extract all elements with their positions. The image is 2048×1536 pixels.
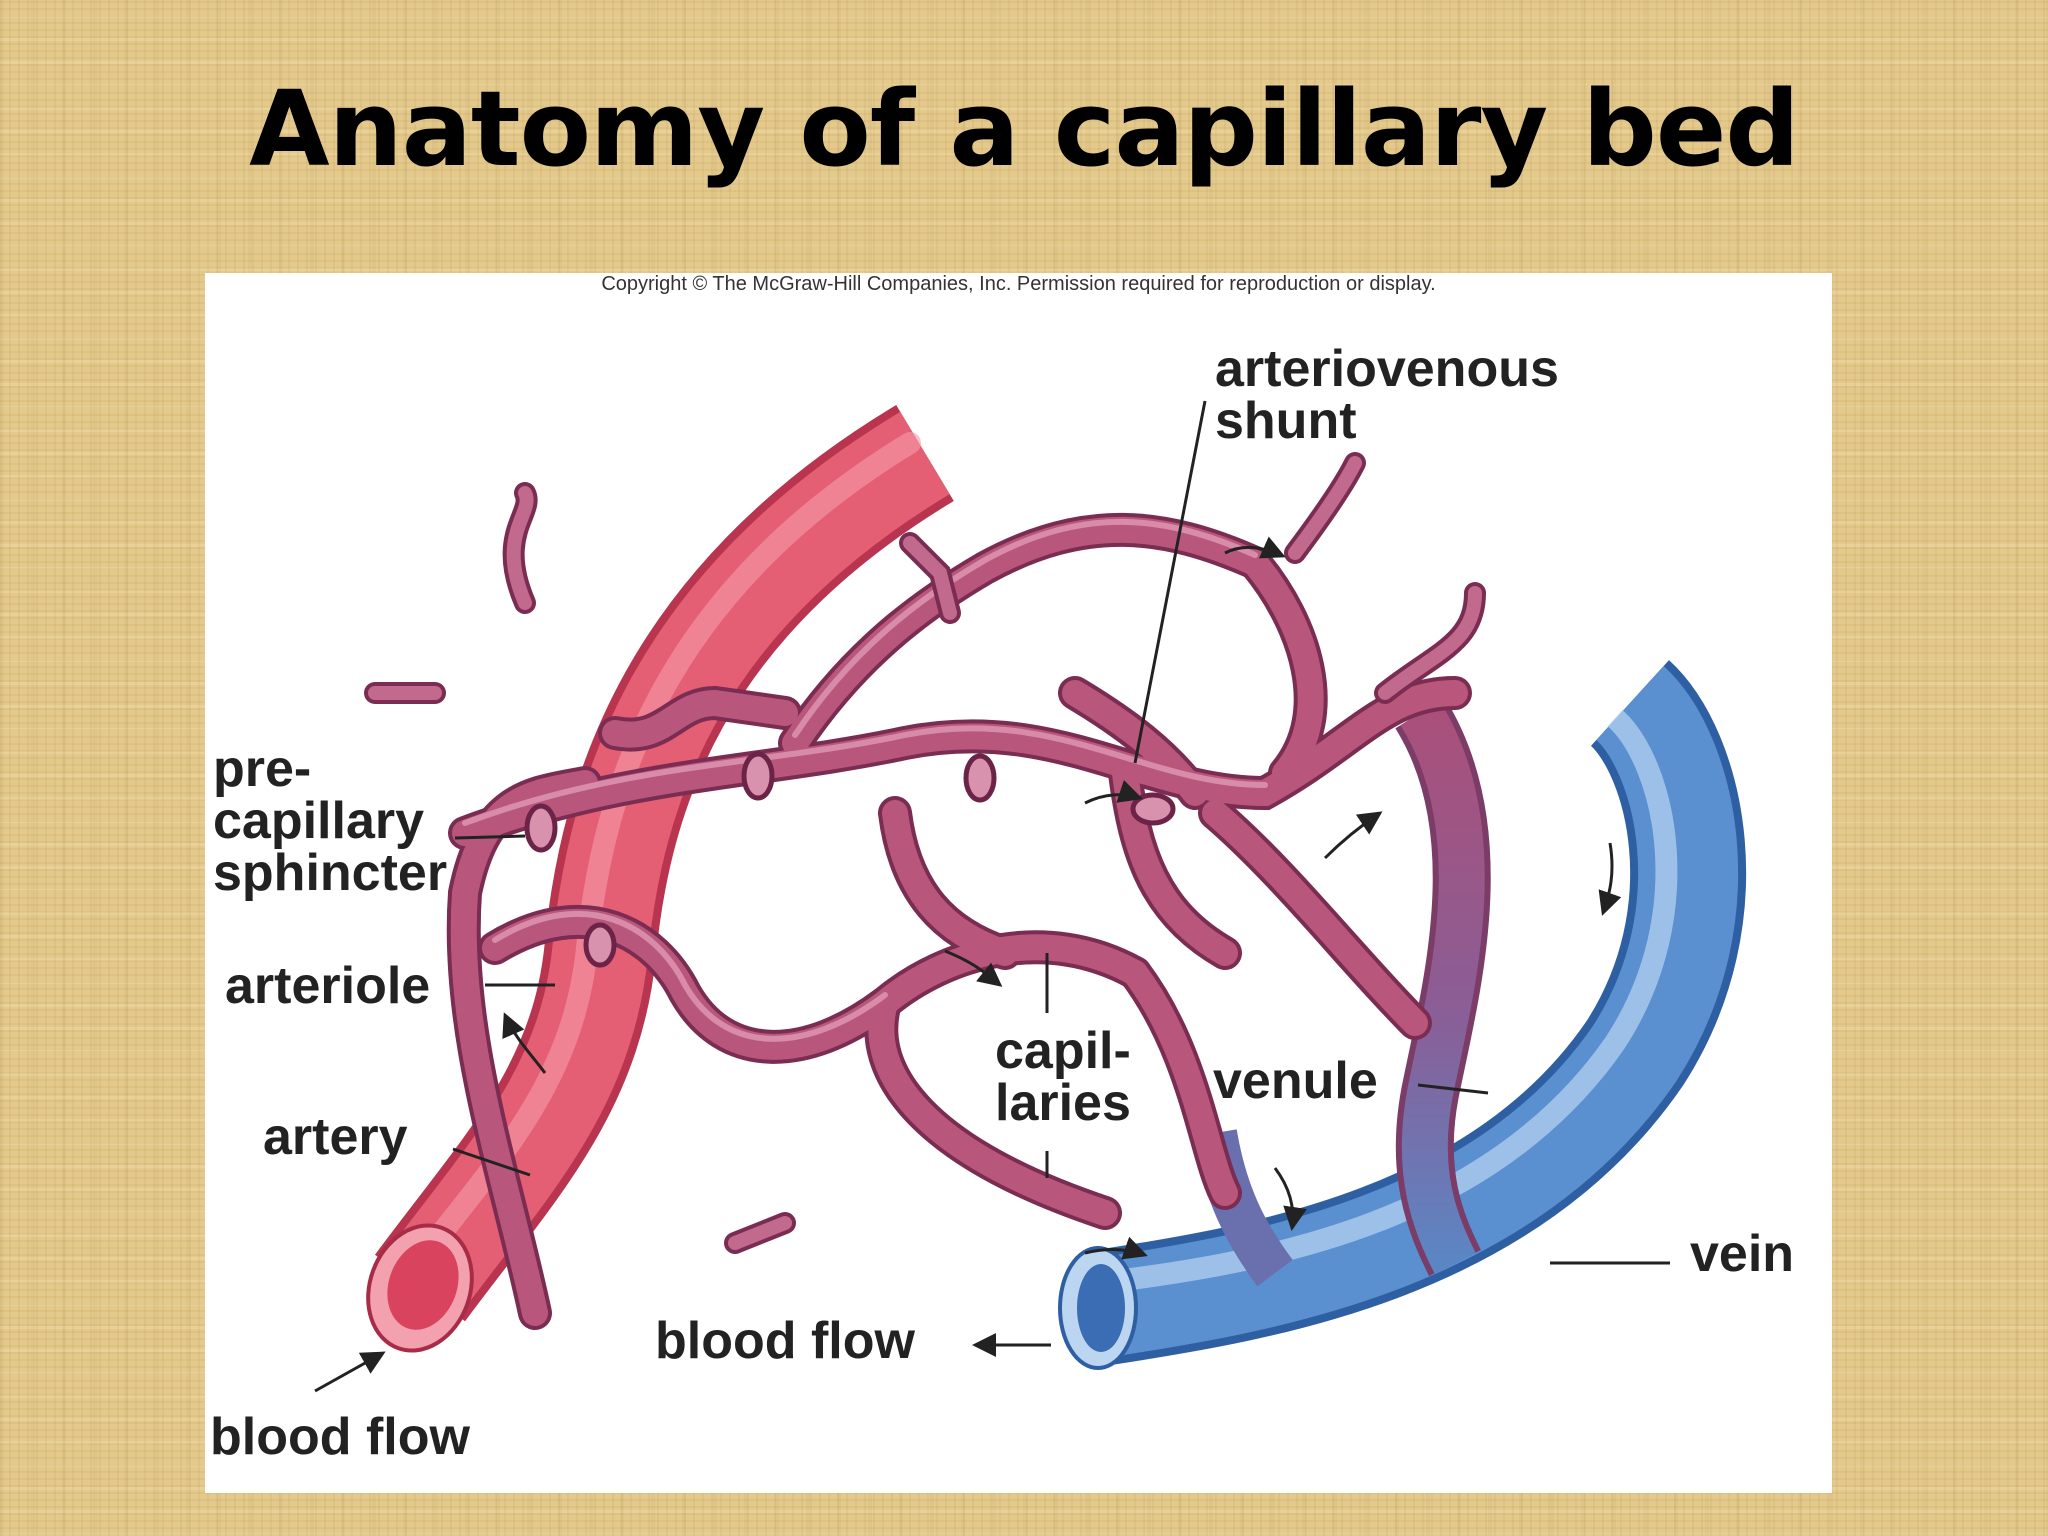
label-blood-flow-out: blood flow — [655, 1312, 915, 1370]
label-precapillary-line1: pre- — [213, 740, 312, 798]
flow-arrows — [502, 536, 1622, 1260]
label-arteriole: arteriole — [225, 957, 431, 1015]
label-blood-flow-in: blood flow — [210, 1408, 470, 1466]
copyright-notice: Copyright © The McGraw-Hill Companies, I… — [601, 273, 1436, 295]
label-capillaries: capil- laries — [995, 1025, 1131, 1129]
label-precapillary-line3: sphincter — [213, 844, 448, 902]
label-arteriovenous-line1: arteriovenous — [1215, 340, 1559, 398]
label-arteriovenous-line2: shunt — [1215, 392, 1357, 450]
label-capillaries-line2: laries — [995, 1074, 1131, 1132]
label-vein: vein — [1690, 1225, 1795, 1283]
leader-lines — [452, 400, 1670, 1265]
label-artery: artery — [263, 1108, 408, 1166]
blood-flow-in-arrow — [314, 1351, 386, 1393]
capillary-bed-illustration — [314, 400, 1747, 1393]
label-capillaries-line1: capil- — [995, 1022, 1131, 1080]
label-precapillary-sphincter: pre- capillary sphincter — [213, 743, 447, 899]
capillary-network — [364, 452, 1486, 1330]
slide-title: Anatomy of a capillary bed — [249, 68, 1800, 190]
diagram-figure: Copyright © The McGraw-Hill Companies, I… — [205, 273, 1832, 1493]
label-venule: venule — [1213, 1052, 1378, 1110]
label-arteriovenous-shunt: arteriovenous shunt — [1215, 343, 1559, 447]
label-precapillary-line2: capillary — [213, 792, 425, 850]
artery-vessel — [366, 404, 954, 1353]
